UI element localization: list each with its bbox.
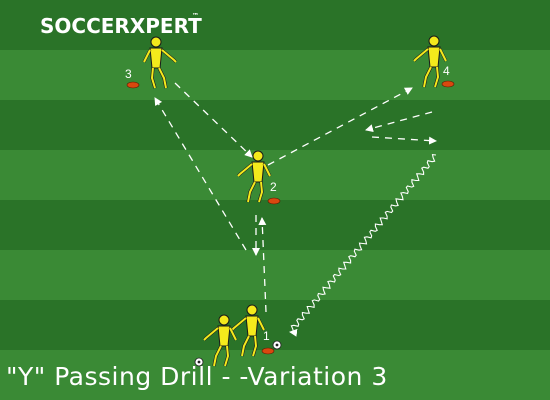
field-stripe: [0, 0, 550, 50]
player-2: 2: [236, 149, 277, 204]
field-stripe: [0, 150, 550, 200]
player-1: 1: [230, 303, 270, 358]
field-stripe: [0, 350, 550, 400]
balls: [194, 340, 282, 367]
ball-icon: [272, 340, 282, 350]
cone-icon: [441, 80, 455, 88]
field-stripe: [0, 200, 550, 250]
dribble-4-to-1: [289, 153, 437, 337]
player-number: 1: [263, 329, 270, 343]
player-3: 3: [125, 35, 178, 90]
drill-caption: "Y" Passing Drill - -Variation 3: [6, 362, 388, 391]
pass-lines: [154, 82, 437, 337]
field-stripe: [0, 250, 550, 300]
run-1-to-3: [154, 97, 247, 251]
soccerxpert-logo: SOCCERXPERT ™: [40, 12, 202, 38]
cones: [126, 80, 455, 355]
run-4-outward: [371, 136, 437, 145]
cone-icon: [126, 81, 140, 89]
cone-icon: [267, 197, 281, 205]
player-number: 3: [125, 67, 132, 81]
pass-2-to-4: [267, 87, 413, 166]
field-stripe: [0, 100, 550, 150]
player-4: 4: [412, 34, 450, 89]
logo-text: SOCCERXPERT: [40, 14, 202, 38]
cone-icon: [261, 347, 275, 355]
player-number: 2: [270, 180, 277, 194]
pass-1-to-2: [258, 217, 267, 313]
player-number: 4: [443, 64, 450, 78]
field-stripe: [0, 50, 550, 100]
pass-3-to-2: [174, 82, 253, 158]
ball-icon: [194, 357, 204, 367]
logo-trademark: ™: [192, 12, 199, 20]
run-4-inward: [365, 111, 433, 133]
